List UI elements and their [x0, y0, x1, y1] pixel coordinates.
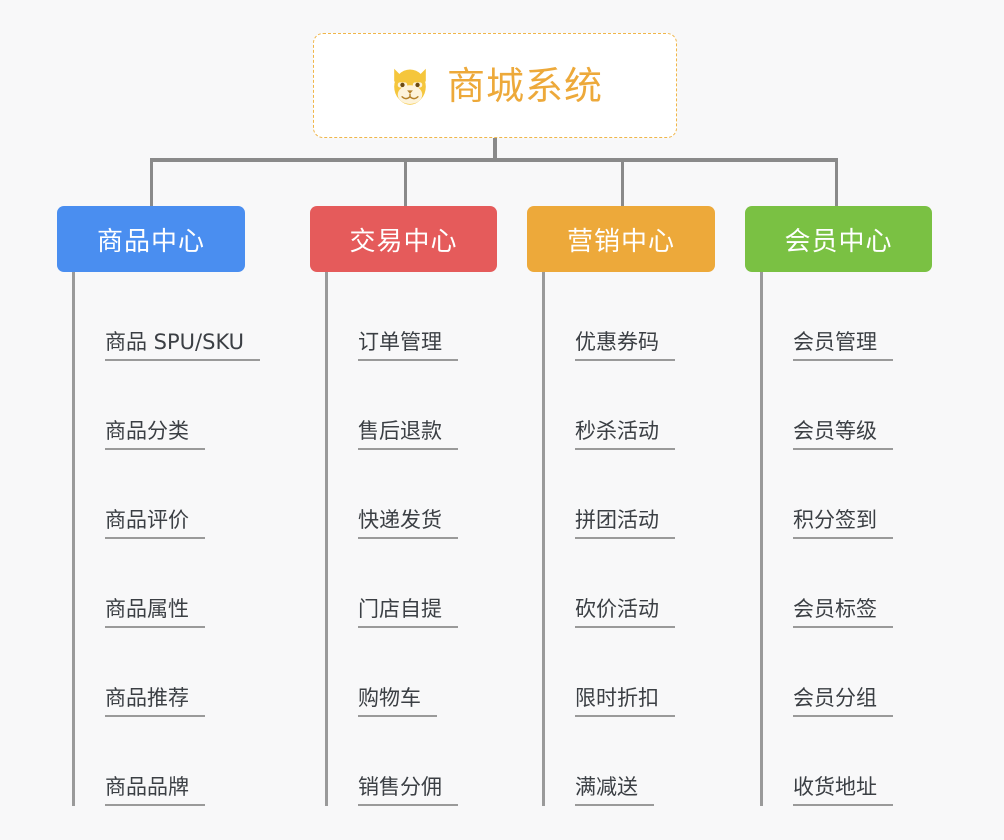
root-title: 商城系统: [446, 63, 603, 108]
branch-header-trade[interactable]: 交易中心: [310, 206, 497, 272]
branch-children-product: 商品 SPU/SKU 商品分类 商品评价 商品属性 商品推荐 商品品牌: [72, 272, 261, 806]
leaf-item[interactable]: 会员管理: [763, 272, 932, 361]
connector-horizontal-bus: [150, 158, 838, 162]
leaf-item-label: 优惠券码: [575, 330, 675, 361]
leaf-item[interactable]: 会员等级: [763, 361, 932, 450]
branch-column-product: 商品中心 商品 SPU/SKU 商品分类 商品评价 商品属性 商品推荐 商品品牌: [57, 206, 261, 806]
connector-branch-4: [835, 158, 838, 206]
branch-column-marketing: 营销中心 优惠券码 秒杀活动 拼团活动 砍价活动 限时折扣 满减送: [527, 206, 715, 806]
branch-column-trade: 交易中心 订单管理 售后退款 快递发货 门店自提 购物车 销售分佣: [310, 206, 497, 806]
leaf-item-label: 会员管理: [793, 330, 893, 361]
branch-header-product[interactable]: 商品中心: [57, 206, 245, 272]
branch-children-marketing: 优惠券码 秒杀活动 拼团活动 砍价活动 限时折扣 满减送: [542, 272, 715, 806]
leaf-item-label: 会员分组: [793, 686, 893, 717]
leaf-item[interactable]: 会员分组: [763, 628, 932, 717]
branch-column-member: 会员中心 会员管理 会员等级 积分签到 会员标签 会员分组 收货地址: [745, 206, 932, 806]
leaf-item-label: 满减送: [575, 775, 654, 806]
leaf-item-label: 商品属性: [105, 597, 205, 628]
leaf-item-label: 售后退款: [358, 419, 458, 450]
connector-branch-1: [150, 158, 153, 206]
leaf-item[interactable]: 收货地址: [763, 717, 932, 806]
leaf-item[interactable]: 满减送: [545, 717, 715, 806]
root-node[interactable]: 商城系统: [313, 33, 677, 138]
branch-header-label: 会员中心: [784, 226, 893, 257]
leaf-item[interactable]: 秒杀活动: [545, 361, 715, 450]
connector-branch-2: [404, 158, 407, 206]
leaf-item-label: 商品 SPU/SKU: [105, 330, 261, 361]
leaf-item[interactable]: 拼团活动: [545, 450, 715, 539]
leaf-item[interactable]: 商品 SPU/SKU: [75, 272, 261, 361]
leaf-item[interactable]: 商品推荐: [75, 628, 245, 717]
leaf-item-label: 限时折扣: [575, 686, 675, 717]
branch-header-marketing[interactable]: 营销中心: [527, 206, 715, 272]
leaf-item-label: 会员标签: [793, 597, 893, 628]
leaf-item-label: 快递发货: [358, 508, 458, 539]
branch-children-trade: 订单管理 售后退款 快递发货 门店自提 购物车 销售分佣: [325, 272, 497, 806]
branch-header-label: 营销中心: [566, 226, 675, 257]
leaf-item-label: 商品推荐: [105, 686, 205, 717]
connector-root-stem: [493, 138, 497, 162]
branch-children-member: 会员管理 会员等级 积分签到 会员标签 会员分组 收货地址: [760, 272, 932, 806]
leaf-item-label: 商品品牌: [105, 775, 205, 806]
leaf-item[interactable]: 商品分类: [75, 361, 245, 450]
leaf-item-label: 门店自提: [358, 597, 458, 628]
connector-branch-3: [621, 158, 624, 206]
leaf-item-label: 商品评价: [105, 508, 205, 539]
leaf-item[interactable]: 商品评价: [75, 450, 245, 539]
leaf-item[interactable]: 商品品牌: [75, 717, 245, 806]
branch-header-label: 商品中心: [96, 226, 205, 257]
leaf-item[interactable]: 积分签到: [763, 450, 932, 539]
leaf-item[interactable]: 销售分佣: [328, 717, 497, 806]
leaf-item-label: 收货地址: [793, 775, 893, 806]
branch-header-member[interactable]: 会员中心: [745, 206, 932, 272]
shiba-dog-face-icon: [394, 68, 426, 105]
leaf-item[interactable]: 商品属性: [75, 539, 245, 628]
leaf-item[interactable]: 限时折扣: [545, 628, 715, 717]
leaf-item[interactable]: 售后退款: [328, 361, 497, 450]
leaf-item-label: 订单管理: [358, 330, 458, 361]
leaf-item[interactable]: 优惠券码: [545, 272, 715, 361]
leaf-item[interactable]: 订单管理: [328, 272, 497, 361]
leaf-item-label: 砍价活动: [575, 597, 675, 628]
leaf-item-label: 拼团活动: [575, 508, 675, 539]
leaf-item[interactable]: 门店自提: [328, 539, 497, 628]
leaf-item-label: 购物车: [358, 686, 437, 717]
leaf-item-label: 商品分类: [105, 419, 205, 450]
leaf-item-label: 会员等级: [793, 419, 893, 450]
leaf-item[interactable]: 会员标签: [763, 539, 932, 628]
leaf-item-label: 销售分佣: [358, 775, 458, 806]
branch-header-label: 交易中心: [349, 226, 458, 257]
leaf-item[interactable]: 砍价活动: [545, 539, 715, 628]
leaf-item-label: 积分签到: [793, 508, 893, 539]
leaf-item-label: 秒杀活动: [575, 419, 675, 450]
leaf-item[interactable]: 快递发货: [328, 450, 497, 539]
leaf-item[interactable]: 购物车: [328, 628, 497, 717]
